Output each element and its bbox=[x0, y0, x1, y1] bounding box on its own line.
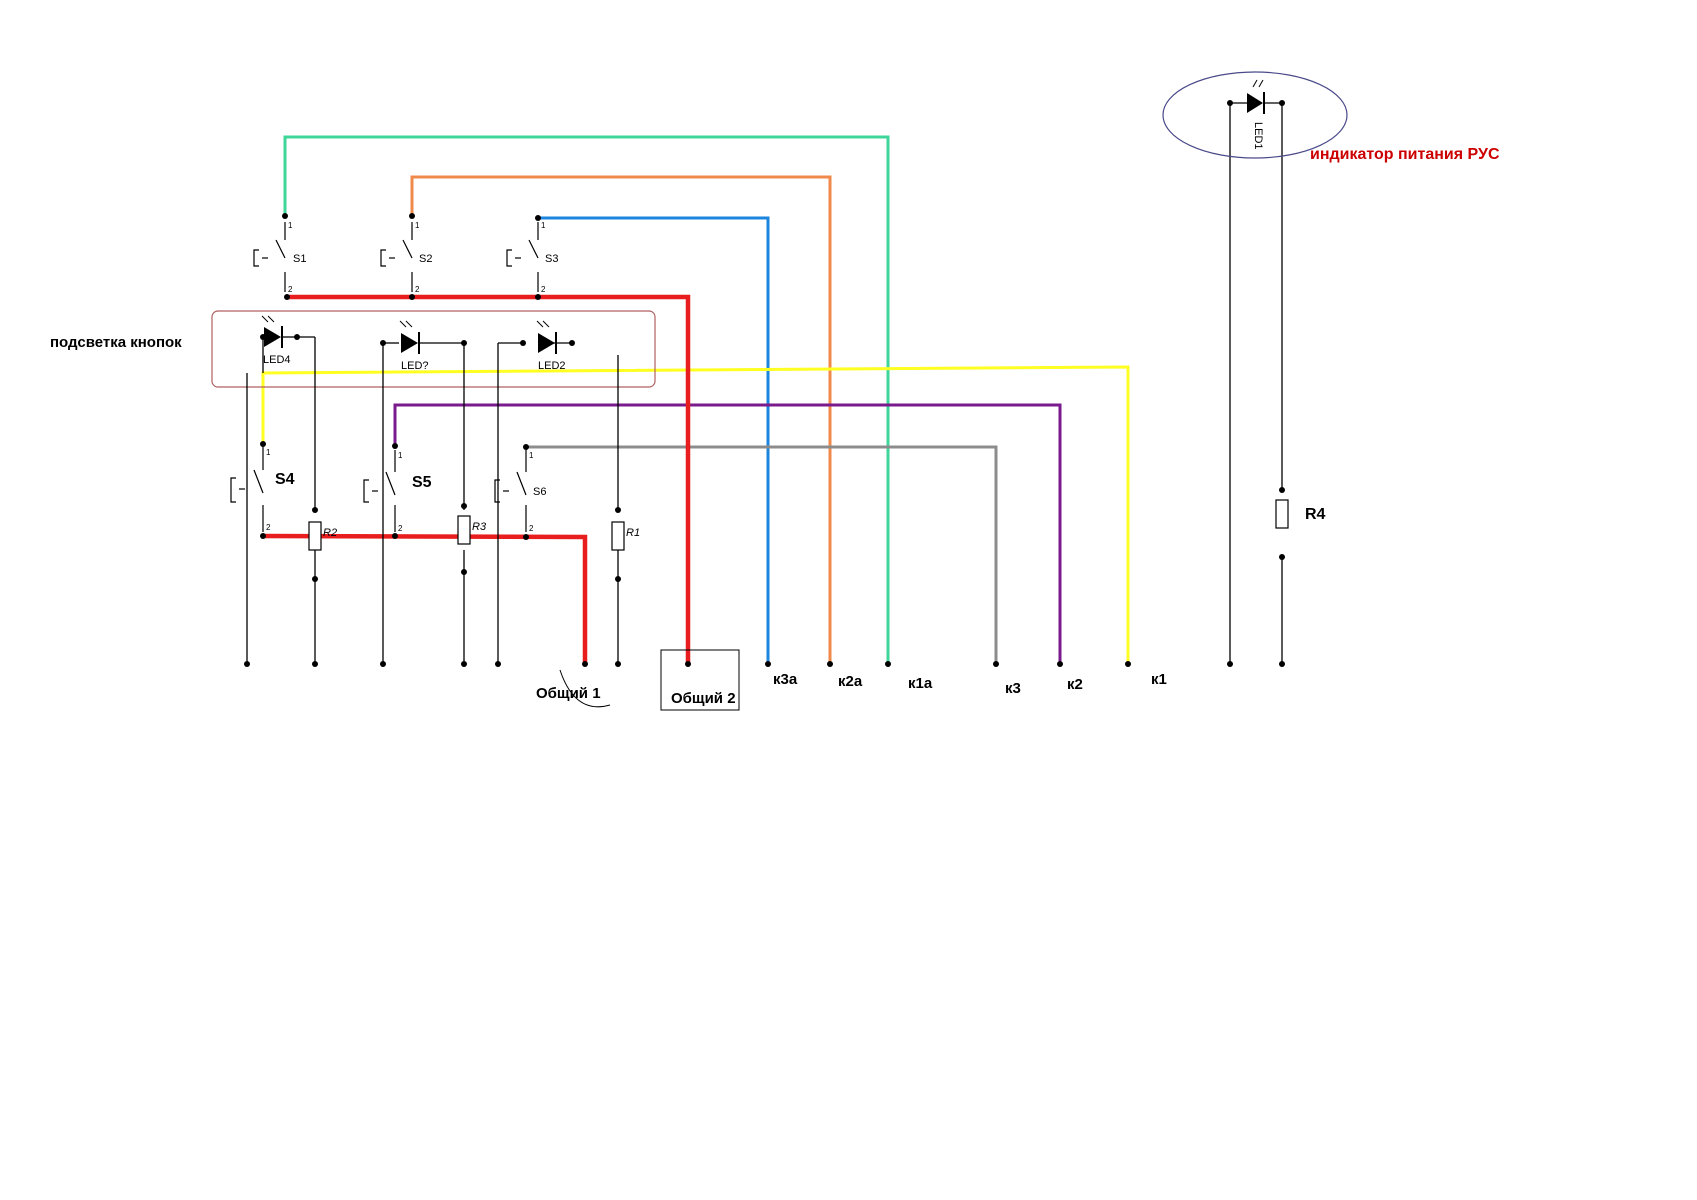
common2-box bbox=[660, 649, 740, 711]
pin-s5-1: 1 bbox=[398, 451, 403, 460]
switch-s5-symbol bbox=[363, 450, 396, 532]
wire-orange-s2-to-k2a bbox=[410, 175, 832, 664]
terminal-k3: к3 bbox=[1005, 680, 1021, 697]
pin-s6-2: 2 bbox=[529, 524, 534, 533]
s5-label: S5 bbox=[412, 474, 432, 491]
wire-red-common1 bbox=[262, 533, 588, 664]
wire-yellow-s4-to-k1 bbox=[261, 365, 1130, 664]
r3-label: R3 bbox=[472, 521, 487, 533]
resistor-r3 bbox=[457, 515, 471, 545]
s1-label: S1 bbox=[293, 253, 306, 265]
common1-label: Общий 1 bbox=[536, 685, 601, 702]
wire-red-common2 bbox=[287, 294, 691, 664]
s3-label: S3 bbox=[545, 253, 558, 265]
common2-label: Общий 2 bbox=[671, 690, 736, 707]
power-indicator-label: индикатор питания РУС bbox=[1310, 146, 1500, 163]
pin-s4-2: 2 bbox=[266, 523, 271, 532]
pin-s2-2: 2 bbox=[415, 285, 420, 294]
switch-s6-symbol bbox=[494, 450, 527, 532]
switch-s3-symbol bbox=[506, 222, 539, 292]
led3-symbol bbox=[399, 320, 420, 354]
r1-label: R1 bbox=[626, 527, 640, 539]
s2-label: S2 bbox=[419, 253, 432, 265]
led4-symbol bbox=[261, 315, 283, 348]
resistor-r1 bbox=[611, 521, 625, 551]
r4-label: R4 bbox=[1305, 506, 1326, 523]
led1-symbol bbox=[1247, 79, 1265, 114]
led1-label: LED1 bbox=[1252, 122, 1264, 150]
resistor-r2 bbox=[308, 521, 322, 551]
pin-s1-1: 1 bbox=[288, 221, 293, 230]
backlight-group-box bbox=[211, 310, 656, 388]
switch-s4-symbol bbox=[230, 447, 264, 532]
pin-s2-1: 1 bbox=[415, 221, 420, 230]
terminal-k1: к1 bbox=[1151, 671, 1167, 688]
wire-gray-s6-to-k3 bbox=[526, 445, 998, 664]
pin-s4-1: 1 bbox=[266, 448, 271, 457]
wire-purple-s5-to-k2 bbox=[393, 403, 1062, 664]
black-wiring bbox=[246, 102, 1283, 664]
switch-s1-symbol bbox=[253, 222, 286, 292]
common1-bracket bbox=[559, 669, 611, 708]
terminal-k2a: к2а bbox=[838, 673, 863, 690]
terminal-k3a: к3а bbox=[773, 671, 798, 688]
switch-s2-symbol bbox=[380, 222, 413, 292]
led2-label: LED2 bbox=[538, 360, 566, 372]
led3-label: LED? bbox=[401, 360, 429, 372]
terminal-k2: к2 bbox=[1067, 676, 1083, 693]
s4-label: S4 bbox=[275, 471, 295, 488]
pin-s6-1: 1 bbox=[529, 451, 534, 460]
led4-label: LED4 bbox=[263, 354, 291, 366]
s6-label: S6 bbox=[533, 486, 546, 498]
led2-symbol bbox=[536, 320, 557, 354]
power-indicator-ellipse bbox=[1162, 71, 1348, 159]
pin-s1-2: 2 bbox=[288, 285, 293, 294]
wire-blue-s3-to-k3a bbox=[538, 216, 770, 664]
terminal-k1a: к1а bbox=[908, 675, 933, 692]
pin-s3-1: 1 bbox=[541, 221, 546, 230]
wire-green-s1-to-k1a bbox=[283, 135, 890, 664]
pin-s5-2: 2 bbox=[398, 524, 403, 533]
resistor-r4 bbox=[1275, 499, 1289, 529]
backlight-label: подсветка кнопок bbox=[50, 334, 182, 351]
junction-dots bbox=[244, 100, 1285, 667]
r2-label: R2 bbox=[323, 527, 337, 539]
pin-s3-2: 2 bbox=[541, 285, 546, 294]
